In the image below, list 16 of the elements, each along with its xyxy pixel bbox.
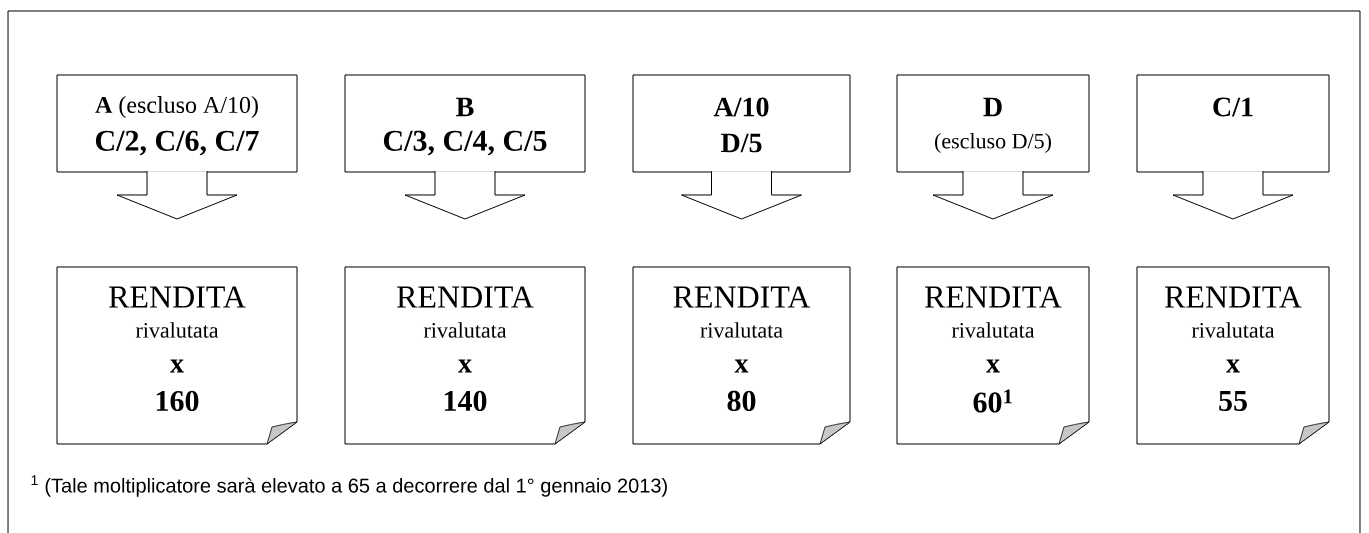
block-arrow [404,170,526,220]
block-arrow [932,170,1054,220]
block-arrow [1172,170,1294,220]
note-box: RENDITA rivalutata x 140 [344,266,586,445]
callout-box: C/1 [1136,74,1330,173]
callout-box: B C/3, C/4, C/5 [344,74,586,173]
footnote: $^{1}$ (Tale moltiplicatore sarà elevato a 65 a decorrere dal 1° gennaio 2013) [31,475,667,497]
note-box: RENDITA rivalutata x 55 [1136,266,1330,445]
note-box: RENDITA rivalutata x 80 [632,266,851,445]
block-arrow [681,170,802,220]
callout-box: A/10 D/5 [632,74,851,173]
note-box: RENDITA rivalutata x 60$^{1}$ [896,266,1090,445]
callout-box: D (escluso D/5) [896,74,1090,173]
block-arrow [116,170,238,220]
note-box: RENDITA rivalutata x 160 [56,266,298,445]
callout-box: A (escluso A/10) C/2, C/6, C/7 [56,74,298,173]
